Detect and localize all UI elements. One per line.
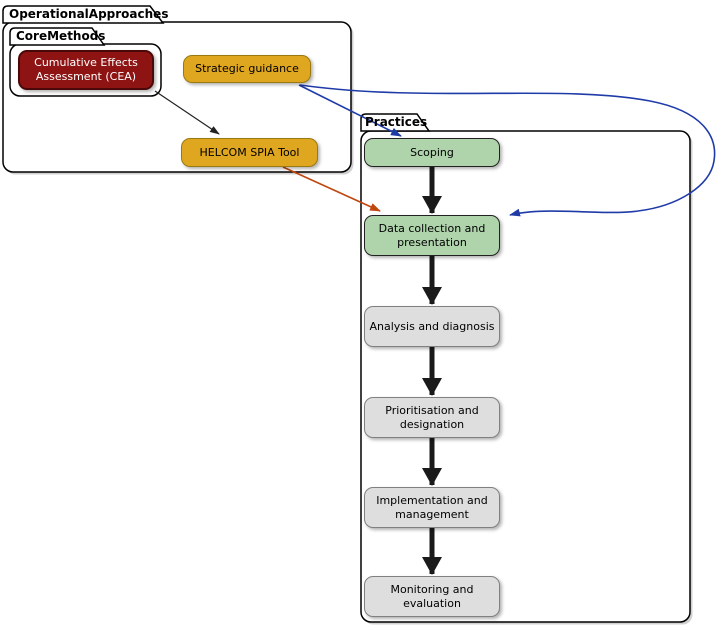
frame-practices-body xyxy=(360,130,691,623)
frame-label-operational-approaches: OperationalApproaches xyxy=(9,7,169,21)
node-monitoring-evaluation: Monitoring and evaluation xyxy=(364,576,500,617)
frame-practices-tab xyxy=(360,113,431,132)
node-data-collection-presentation: Data collection and presentation xyxy=(364,215,500,256)
frame-core-methods-tab xyxy=(9,27,106,46)
node-strategic-guidance: Strategic guidance xyxy=(183,55,311,83)
node-implementation-management: Implementation and management xyxy=(364,487,500,528)
node-cumulative-effects-assessment: Cumulative Effects Assessment (CEA) xyxy=(18,50,154,90)
edge-spia-to-data-collection xyxy=(282,166,381,212)
frame-label-core-methods: CoreMethods xyxy=(16,29,106,43)
edge-strategic-to-data-collection xyxy=(299,84,716,217)
node-helcom-spia-tool: HELCOM SPIA Tool xyxy=(181,138,318,167)
frame-label-practices: Practices xyxy=(365,115,428,129)
node-analysis-diagnosis: Analysis and diagnosis xyxy=(364,306,500,347)
node-prioritisation-designation: Prioritisation and designation xyxy=(364,397,500,438)
edge-cea-to-spia xyxy=(154,90,220,135)
edge-strategic-to-scoping xyxy=(298,84,402,137)
frame-operational-approaches-tab xyxy=(2,5,165,24)
node-scoping: Scoping xyxy=(364,138,500,167)
